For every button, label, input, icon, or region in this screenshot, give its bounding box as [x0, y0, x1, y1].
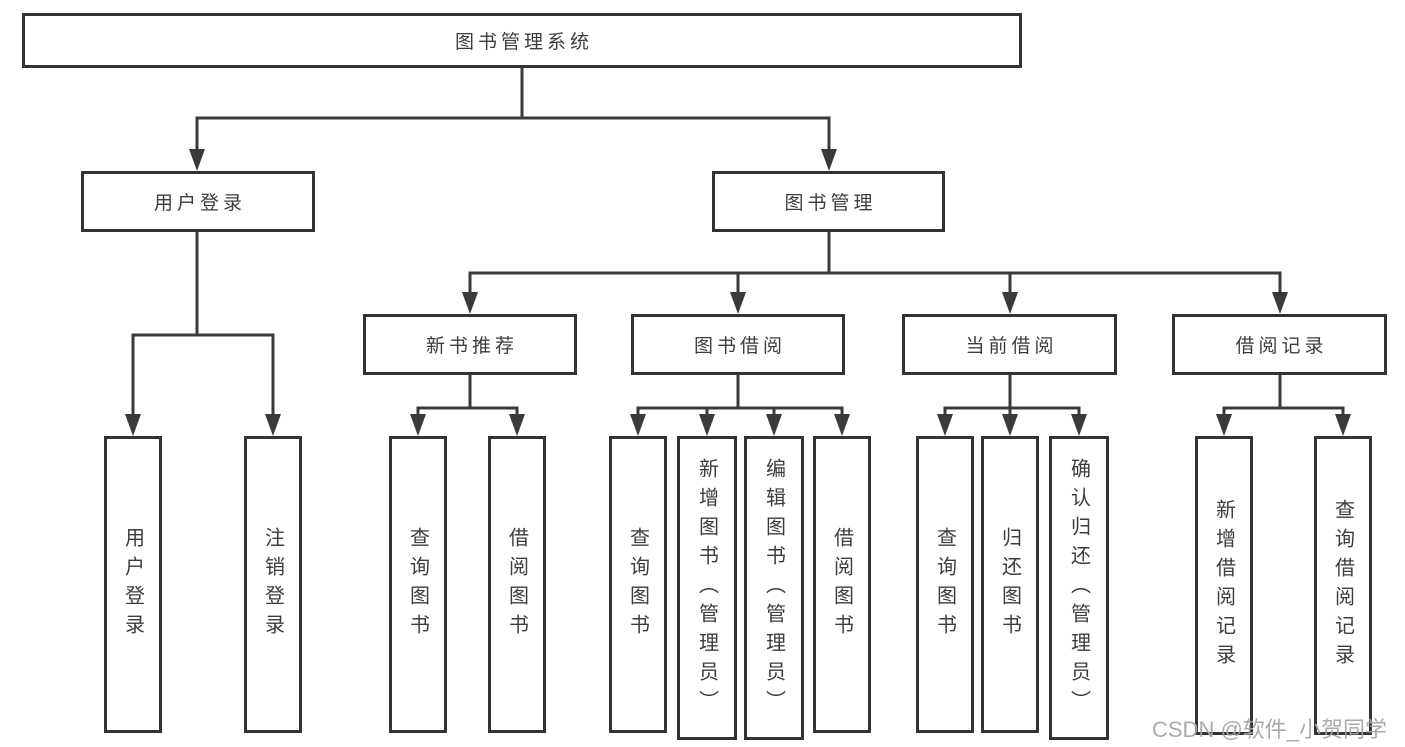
leaf-nbr-borrow-books: 借阅图书: [488, 436, 546, 733]
leaf-cb-query-books: 查询图书: [916, 436, 974, 733]
leaf-bb-add-books-admin: 新增图书（管理员）: [677, 436, 737, 740]
leaf-br-query-record: 查询借阅记录: [1314, 436, 1372, 735]
node-new-book-recommend: 新书推荐: [363, 314, 577, 375]
node-current-borrow: 当前借阅: [902, 314, 1117, 375]
leaf-nbr-query-books: 查询图书: [389, 436, 447, 733]
node-book-management: 图书管理: [712, 171, 945, 232]
leaf-cb-confirm-return-admin: 确认归还（管理员）: [1049, 436, 1109, 740]
node-borrow-records: 借阅记录: [1172, 314, 1387, 375]
leaf-cb-return-books: 归还图书: [981, 436, 1039, 733]
leaf-logout: 注销登录: [244, 436, 302, 733]
node-root-library-system: 图书管理系统: [22, 13, 1022, 68]
leaf-bb-query-books: 查询图书: [609, 436, 667, 733]
leaf-bb-edit-books-admin: 编辑图书（管理员）: [744, 436, 804, 740]
leaf-br-add-record: 新增借阅记录: [1195, 436, 1253, 735]
leaf-bb-borrow-books: 借阅图书: [813, 436, 871, 733]
csdn-watermark: CSDN @软件_小贺同学: [1152, 717, 1388, 742]
leaf-user-login: 用户登录: [104, 436, 162, 733]
node-user-login: 用户登录: [81, 171, 315, 232]
node-book-borrow: 图书借阅: [631, 314, 845, 375]
